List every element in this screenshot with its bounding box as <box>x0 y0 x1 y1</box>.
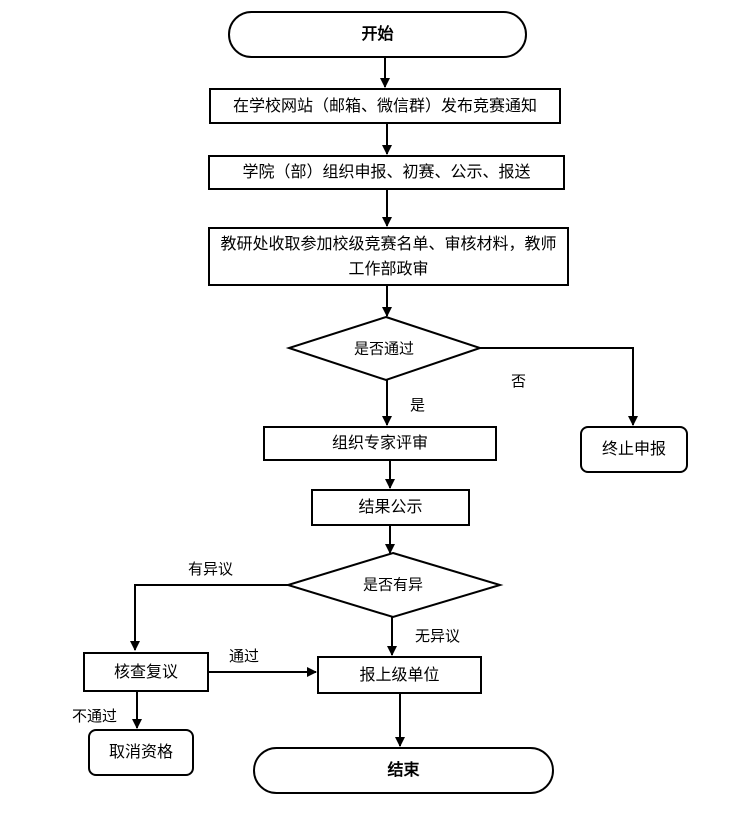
publicize-box: 结果公示 <box>311 489 470 526</box>
recheck-box: 核查复议 <box>83 652 209 692</box>
pass-check-diamond <box>285 315 484 382</box>
collect-review-box: 教研处收取参加校级竞赛名单、审核材料，教师工作部政审 <box>208 227 569 286</box>
collect-review-label: 教研处收取参加校级竞赛名单、审核材料，教师工作部政审 <box>220 233 557 278</box>
start-label: 开始 <box>361 24 394 44</box>
arrow-pass-check-to-terminate <box>480 347 638 426</box>
college-process-label: 学院（部）组织申报、初赛、公示、报送 <box>242 162 531 182</box>
publicize-label: 结果公示 <box>358 497 423 517</box>
no-label: 否 <box>511 372 527 390</box>
yes-label: 是 <box>410 396 426 414</box>
has-objection-label: 有异议 <box>188 560 234 578</box>
terminate-label: 终止申报 <box>601 439 666 459</box>
expert-review-label: 组织专家评审 <box>331 433 428 453</box>
passed-label: 通过 <box>229 647 260 665</box>
cancel-box: 取消资格 <box>88 729 194 776</box>
recheck-label: 核查复议 <box>113 661 178 681</box>
no-objection-label: 无异议 <box>415 627 461 645</box>
start-node: 开始 <box>228 11 527 58</box>
expert-review-box: 组织专家评审 <box>263 426 497 461</box>
objection-check-label: 是否有异 <box>362 575 424 594</box>
not-passed-label: 不通过 <box>72 707 118 725</box>
terminate-box: 终止申报 <box>580 426 688 473</box>
publish-notice-label: 在学校网站（邮箱、微信群）发布竞赛通知 <box>232 95 537 115</box>
publish-notice-box: 在学校网站（邮箱、微信群）发布竞赛通知 <box>209 88 561 124</box>
report-label: 报上级单位 <box>359 664 440 684</box>
college-process-box: 学院（部）组织申报、初赛、公示、报送 <box>208 155 565 190</box>
end-node: 结束 <box>253 747 554 794</box>
pass-check-label: 是否通过 <box>353 339 415 358</box>
objection-check-diamond <box>284 551 504 619</box>
end-label: 结束 <box>387 760 420 780</box>
report-box: 报上级单位 <box>317 656 482 694</box>
arrow-objection-to-recheck <box>130 584 288 651</box>
cancel-label: 取消资格 <box>108 742 173 762</box>
